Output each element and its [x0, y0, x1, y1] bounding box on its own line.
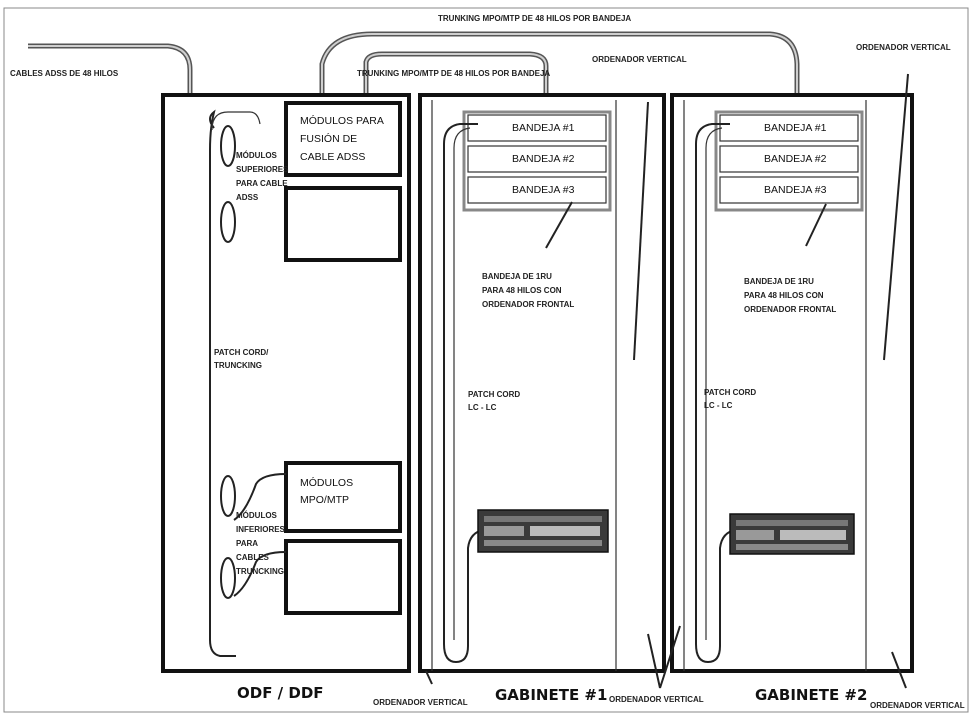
patch-label-2: PATCH CORD LC - LC	[704, 388, 756, 410]
module-fusion-line3: CABLE ADSS	[300, 151, 365, 163]
svg-text:ORDENADOR FRONTAL: ORDENADOR FRONTAL	[482, 300, 574, 309]
tray-2-2-label: BANDEJA #2	[764, 153, 827, 165]
org-vertical-bottom-2: ORDENADOR VERTICAL	[609, 695, 704, 704]
svg-text:PARA 48 HILOS CON: PARA 48 HILOS CON	[744, 291, 824, 300]
ring-lower-2	[220, 557, 236, 599]
tray-2-3	[719, 176, 859, 204]
svg-text:PATCH CORD: PATCH CORD	[704, 388, 756, 397]
tray-2-3-label: BANDEJA #3	[764, 184, 827, 196]
trunking-top-label: TRUNKING MPO/MTP DE 48 HILOS POR BANDEJA	[438, 14, 631, 23]
svg-text:PARA: PARA	[236, 539, 258, 548]
cabinet-1: BANDEJA #1 BANDEJA #2 BANDEJA #3 BANDEJA…	[418, 93, 666, 673]
svg-text:TRUNCKING: TRUNCKING	[214, 361, 262, 370]
trunking-mid-label: TRUNKING MPO/MTP DE 48 HILOS POR BANDEJA	[357, 69, 550, 78]
svg-text:BANDEJA DE 1RU: BANDEJA DE 1RU	[744, 277, 814, 286]
odf-patch-loop	[209, 109, 236, 657]
svg-text:SUPERIORES: SUPERIORES	[236, 165, 289, 174]
svg-text:BANDEJA DE 1RU: BANDEJA DE 1RU	[482, 272, 552, 281]
trunking-cable-mid	[363, 51, 549, 94]
tray-group-1	[462, 110, 612, 212]
odf-lower-label: MÓDULOS INFERIORES PARA CABLES TRUNCKING	[236, 511, 286, 576]
patch-label-1: PATCH CORD LC - LC	[468, 390, 520, 412]
odf-title: ODF / DDF	[237, 684, 324, 702]
svg-text:PARA 48 HILOS CON: PARA 48 HILOS CON	[482, 286, 562, 295]
adss-cable	[28, 43, 193, 94]
module-mpo-mtp	[284, 461, 402, 533]
svg-text:ADSS: ADSS	[236, 193, 259, 202]
trunking-cable-top	[319, 31, 800, 94]
cables-adss-label: CABLES ADSS DE 48 HILOS	[10, 69, 119, 78]
svg-text:ORDENADOR FRONTAL: ORDENADOR FRONTAL	[744, 305, 836, 314]
odf-patch-label: PATCH CORD/ TRUNCKING	[214, 348, 269, 370]
svg-text:LC - LC: LC - LC	[704, 401, 733, 410]
odf-upper-label: MÓDULOS SUPERIORES PARA CABLE ADSS	[236, 151, 289, 202]
svg-text:PATCH CORD/: PATCH CORD/	[214, 348, 269, 357]
tray-1-1-label: BANDEJA #1	[512, 122, 575, 134]
page-frame	[3, 7, 969, 713]
module-empty-2	[284, 539, 402, 615]
module-fusion-adss	[284, 101, 402, 177]
tray-1-2	[467, 145, 607, 173]
cabinet-1-title: GABINETE #1	[495, 686, 607, 704]
org-vertical-bottom-1: ORDENADOR VERTICAL	[373, 698, 468, 707]
tray-group-2	[714, 110, 864, 212]
org-pointer-1	[425, 670, 433, 685]
module-fusion-line1: MÓDULOS PARA	[300, 114, 384, 127]
ring-lower-1	[220, 475, 236, 517]
patch-cord-1	[443, 123, 485, 664]
svg-text:PARA CABLE: PARA CABLE	[236, 179, 288, 188]
ring-upper-2	[220, 201, 236, 243]
module-empty-1	[284, 186, 402, 262]
tray-1-3-label: BANDEJA #3	[512, 184, 575, 196]
org-vertical-top-1: ORDENADOR VERTICAL	[592, 55, 687, 64]
org-pointer-2	[647, 625, 681, 689]
svg-text:LC - LC: LC - LC	[468, 403, 497, 412]
tray-1-2-label: BANDEJA #2	[512, 153, 575, 165]
cabinet-2: BANDEJA #1 BANDEJA #2 BANDEJA #3 BANDEJA…	[670, 73, 914, 673]
svg-text:PATCH CORD: PATCH CORD	[468, 390, 520, 399]
odf-ddf-panel: MÓDULOS PARA FUSIÓN DE CABLE ADSS MÓDULO…	[161, 93, 411, 673]
org-vertical-top-2: ORDENADOR VERTICAL	[856, 43, 951, 52]
tray-2-2	[719, 145, 859, 173]
patch-cord-2	[695, 123, 737, 664]
tray-desc-2: BANDEJA DE 1RU PARA 48 HILOS CON ORDENAD…	[744, 277, 836, 314]
module-mpo-line1: MÓDULOS	[300, 476, 353, 489]
module-fusion-line2: FUSIÓN DE	[300, 132, 357, 145]
network-equipment-1	[477, 509, 609, 553]
module-mpo-line2: MPO/MTP	[300, 494, 349, 506]
ring-upper-1	[220, 125, 236, 167]
tray-desc-1: BANDEJA DE 1RU PARA 48 HILOS CON ORDENAD…	[482, 272, 574, 309]
svg-text:MÓDULOS: MÓDULOS	[236, 511, 278, 520]
org-vertical-bottom-3: ORDENADOR VERTICAL	[870, 701, 965, 710]
tray-2-1-label: BANDEJA #1	[764, 122, 827, 134]
tray-1-3	[467, 176, 607, 204]
svg-text:CABLES: CABLES	[236, 553, 270, 562]
network-equipment-2	[729, 513, 855, 555]
svg-text:MÓDULOS: MÓDULOS	[236, 151, 278, 160]
cabinet-2-title: GABINETE #2	[755, 686, 867, 704]
svg-text:INFERIORES: INFERIORES	[236, 525, 286, 534]
org-pointer-3	[891, 651, 907, 689]
svg-text:TRUNCKING: TRUNCKING	[236, 567, 284, 576]
